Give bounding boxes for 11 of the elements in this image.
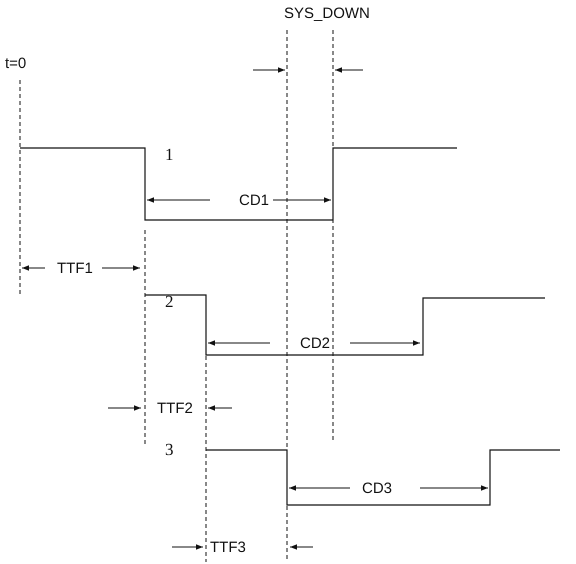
time-label: t=0 bbox=[4, 56, 28, 71]
dimension-label: TTF2 bbox=[156, 401, 194, 416]
dimension-label: TTF1 bbox=[56, 261, 94, 276]
signal-name: SYS_DOWN bbox=[283, 6, 371, 21]
dimension-label: TTF3 bbox=[209, 540, 247, 555]
signal-number: 3 bbox=[164, 441, 174, 458]
signal-number: 2 bbox=[164, 293, 174, 310]
signal-number: 1 bbox=[164, 146, 174, 163]
dimension-label: CD2 bbox=[299, 336, 332, 351]
dimension-label: CD3 bbox=[361, 481, 394, 496]
dimension-label: CD1 bbox=[238, 193, 270, 208]
